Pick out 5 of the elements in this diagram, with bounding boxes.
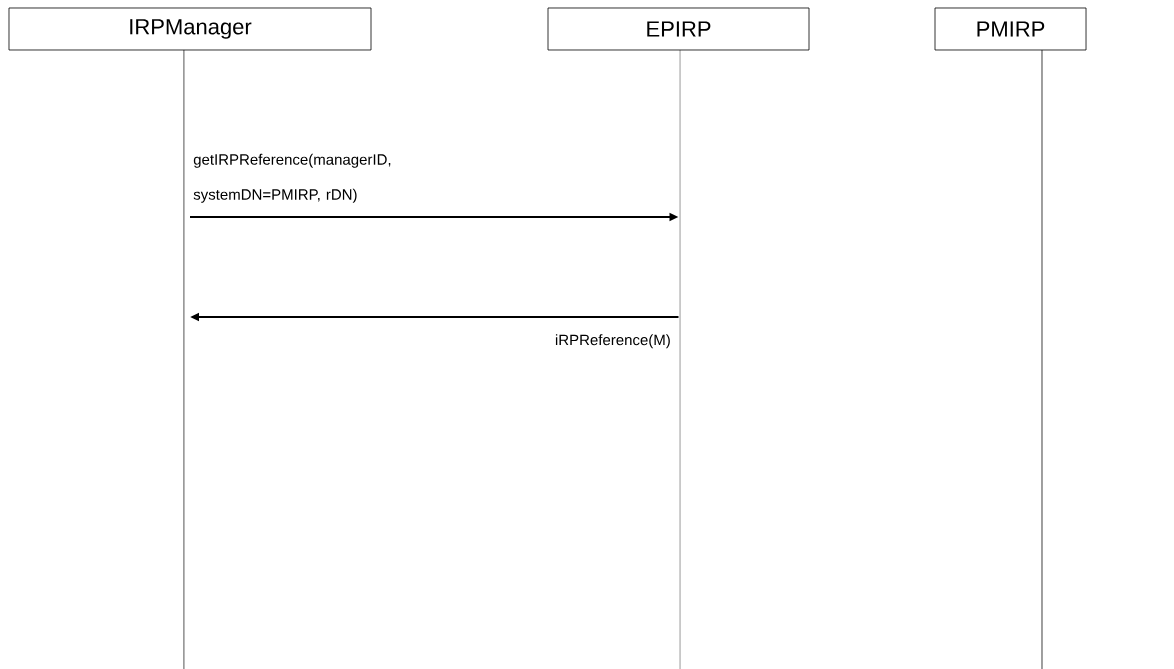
participant-box: IRPManager [8,7,372,51]
message-label: getIRPReference(managerID, systemDN=PMIRP, rDN) [193,153,391,203]
message-label: iRPReference(M) [555,334,670,349]
participant-box: PMIRP [934,7,1087,51]
participant-box: EPIRP [547,7,810,51]
